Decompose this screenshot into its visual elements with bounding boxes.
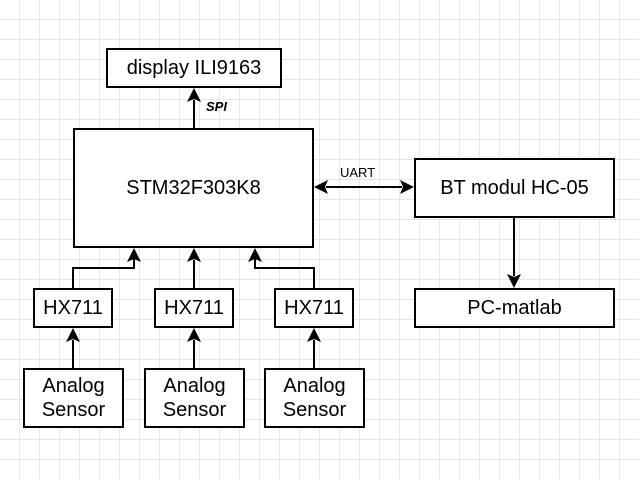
hx3-to-mcu-link xyxy=(254,258,315,288)
sensor-node-2: Analog Sensor xyxy=(144,368,245,428)
uart-edge-label: UART xyxy=(340,165,376,180)
arrowhead-hx3 xyxy=(248,248,262,262)
display-node: display ILI9163 xyxy=(106,48,282,88)
spi-edge-label: SPI xyxy=(206,99,227,114)
hx711-label-3: HX711 xyxy=(284,297,344,319)
sensor-label-1: Analog Sensor xyxy=(41,375,106,421)
hx711-node-1: HX711 xyxy=(33,288,113,328)
arrowhead-sensor3 xyxy=(307,328,321,342)
pc-node: PC-matlab xyxy=(414,288,615,328)
pc-label: PC-matlab xyxy=(467,297,562,319)
arrowhead-uart-left xyxy=(314,180,328,194)
mcu-label: STM32F303K8 xyxy=(126,177,261,199)
sensor-node-1: Analog Sensor xyxy=(23,368,124,428)
arrowhead-sensor1 xyxy=(66,328,80,342)
sensor-label-3: Analog Sensor xyxy=(282,375,347,421)
hx711-label-2: HX711 xyxy=(164,297,224,319)
arrowhead-display xyxy=(187,88,201,102)
hx1-to-mcu-link xyxy=(72,258,135,288)
arrowhead-hx2 xyxy=(187,248,201,262)
arrowhead-uart-right xyxy=(400,180,414,194)
hx711-label-1: HX711 xyxy=(43,297,103,319)
bt-module-label: BT modul HC-05 xyxy=(440,177,589,199)
arrowhead-hx1 xyxy=(127,248,141,262)
sensor-label-2: Analog Sensor xyxy=(162,375,227,421)
bt-module-node: BT modul HC-05 xyxy=(414,158,615,218)
sensor-node-3: Analog Sensor xyxy=(264,368,365,428)
hx711-node-3: HX711 xyxy=(274,288,354,328)
arrowhead-sensor2 xyxy=(187,328,201,342)
mcu-node: STM32F303K8 xyxy=(73,128,314,248)
hx711-node-2: HX711 xyxy=(154,288,234,328)
display-label: display ILI9163 xyxy=(126,57,262,79)
arrowhead-pc xyxy=(507,274,521,288)
